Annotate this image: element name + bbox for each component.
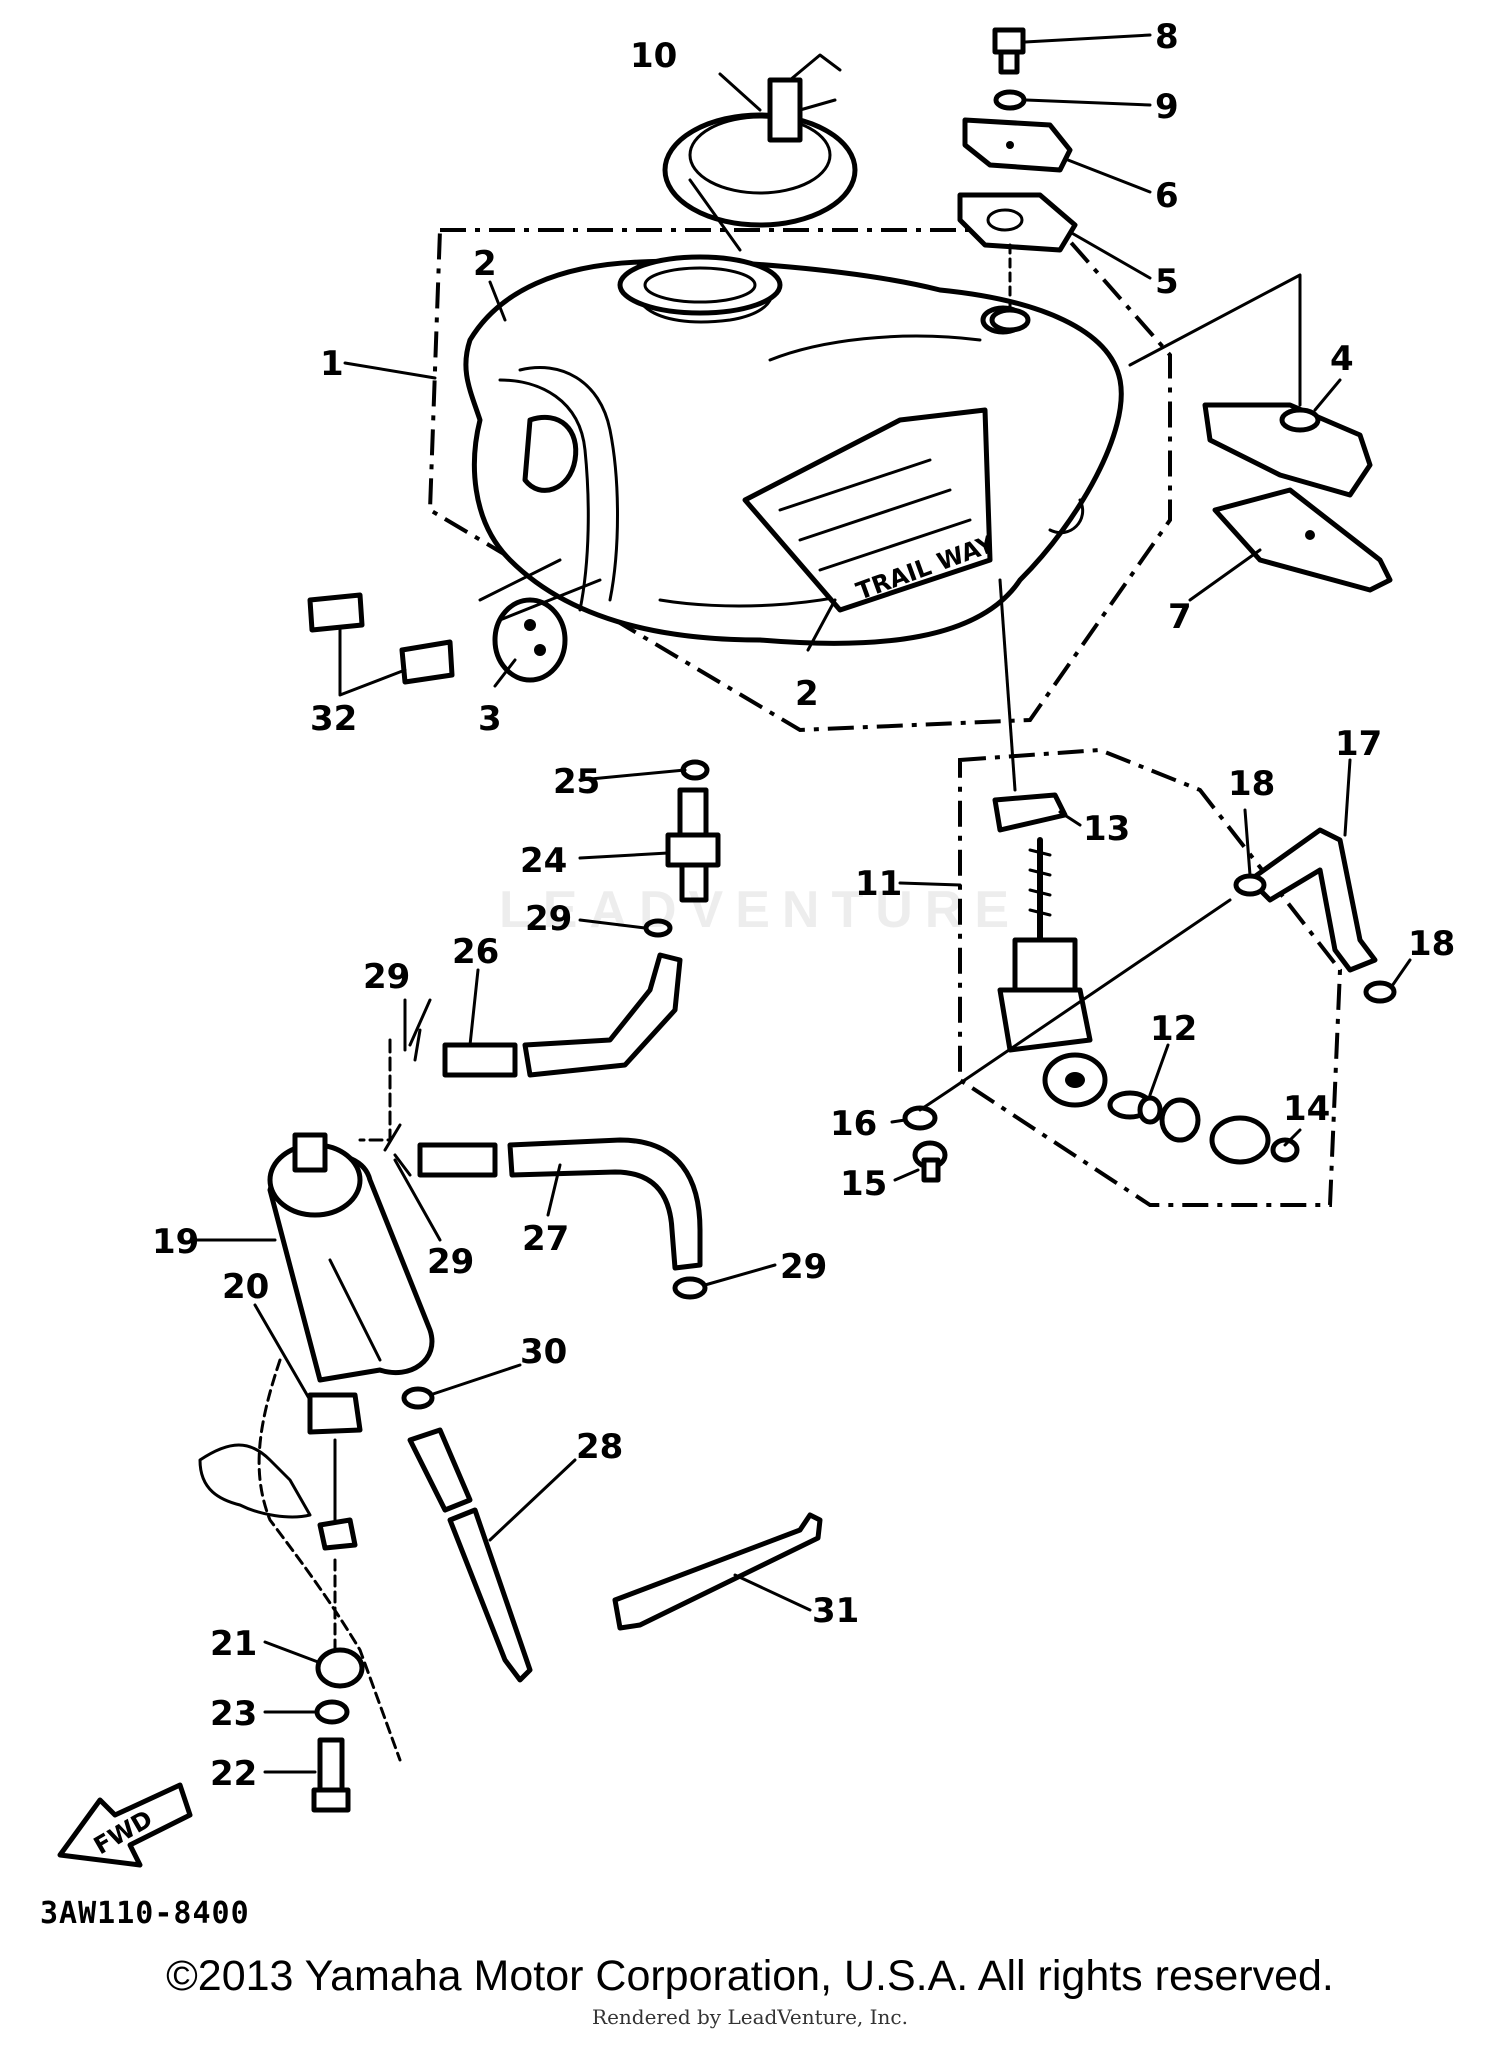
fuel-cap — [662, 53, 858, 252]
bracket-clip — [317, 1517, 358, 1551]
callout-14: 14 — [1283, 1089, 1330, 1129]
hose-26 — [442, 952, 683, 1078]
grommet — [989, 307, 1031, 333]
callout-6: 6 — [1155, 176, 1179, 216]
callout-26: 26 — [452, 932, 499, 972]
callout-2b: 2 — [795, 674, 819, 714]
joint-24 — [665, 787, 721, 903]
screw-15 — [912, 1140, 948, 1183]
bolt-8 — [992, 27, 1026, 75]
clip-30 — [401, 1386, 435, 1410]
callout-7: 7 — [1168, 597, 1192, 637]
callout-24: 24 — [520, 841, 567, 881]
callout-18a: 18 — [1228, 764, 1275, 804]
damper-20 — [307, 1392, 363, 1435]
hose-28a — [407, 1427, 473, 1513]
screw-14 — [1270, 1137, 1300, 1163]
callout-31: 31 — [812, 1591, 859, 1631]
callout-12: 12 — [1150, 1009, 1197, 1049]
label-32a — [307, 592, 365, 633]
clip-18b — [1363, 980, 1397, 1004]
callout-29c: 29 — [427, 1242, 474, 1282]
callout-1: 1 — [320, 344, 344, 384]
tank-group-outline — [427, 228, 1172, 733]
callout-labels: 1 2 2 3 4 5 6 7 8 9 10 11 12 13 14 15 16… — [152, 17, 1455, 1794]
callout-30: 30 — [520, 1332, 567, 1372]
callout-32: 32 — [310, 699, 357, 739]
callout-17: 17 — [1335, 724, 1382, 764]
washer-23 — [314, 1699, 350, 1725]
callout-29d: 29 — [780, 1247, 827, 1287]
plate-6 — [962, 117, 1073, 173]
callout-5: 5 — [1155, 262, 1179, 302]
callout-16: 16 — [830, 1104, 877, 1144]
callout-22: 22 — [210, 1754, 257, 1794]
cover-7 — [1212, 487, 1393, 593]
callout-19: 19 — [152, 1222, 199, 1262]
collar-21 — [315, 1647, 365, 1689]
callout-23: 23 — [210, 1694, 257, 1734]
callout-29b: 29 — [363, 957, 410, 997]
damper-5 — [957, 192, 1078, 253]
callout-20: 20 — [222, 1267, 269, 1307]
callout-10: 10 — [630, 36, 677, 76]
callout-21: 21 — [210, 1624, 257, 1664]
clip-18a — [1233, 873, 1267, 897]
callout-2a: 2 — [473, 244, 497, 284]
callout-9: 9 — [1155, 87, 1179, 127]
callout-27: 27 — [522, 1219, 569, 1259]
damper-3 — [478, 558, 602, 683]
hose-17 — [1247, 827, 1378, 973]
frame-bracket — [198, 1443, 312, 1519]
band-31 — [612, 1512, 823, 1631]
o-ring-12 — [1137, 1095, 1163, 1125]
cap-25 — [680, 759, 710, 781]
fuel-cock — [997, 837, 1108, 1108]
callout-13: 13 — [1083, 809, 1130, 849]
label-32b — [399, 639, 455, 685]
washer-9 — [993, 89, 1027, 111]
callout-11: 11 — [855, 864, 902, 904]
cock-plate-14 — [1209, 1115, 1271, 1165]
fwd-arrow: FWD — [57, 1782, 193, 1868]
callout-29a: 29 — [525, 899, 572, 939]
diagram-code: 3AW110-8400 — [40, 1896, 250, 1931]
rendered-by-note: Rendered by LeadVenture, Inc. — [592, 2005, 908, 2029]
clip-29d — [672, 1276, 708, 1300]
callout-18b: 18 — [1408, 924, 1455, 964]
bolt-22 — [311, 1737, 351, 1813]
callout-8: 8 — [1155, 17, 1179, 57]
fuel-pump-19 — [267, 1132, 435, 1383]
gasket-13 — [992, 792, 1068, 833]
lever-part — [1159, 1097, 1201, 1143]
copyright-notice: ©2013 Yamaha Motor Corporation, U.S.A. A… — [166, 1952, 1334, 2000]
washer-16 — [902, 1105, 938, 1131]
watermark: LEADVENTURE — [498, 881, 1022, 939]
callout-4: 4 — [1330, 339, 1354, 379]
callout-3: 3 — [478, 699, 502, 739]
fuel-cock-group-outline — [958, 747, 1343, 1207]
callout-25: 25 — [553, 762, 600, 802]
callout-28: 28 — [576, 1427, 623, 1467]
callout-15: 15 — [840, 1164, 887, 1204]
hose-28b — [447, 1507, 533, 1683]
leader-lines — [193, 33, 1412, 1774]
